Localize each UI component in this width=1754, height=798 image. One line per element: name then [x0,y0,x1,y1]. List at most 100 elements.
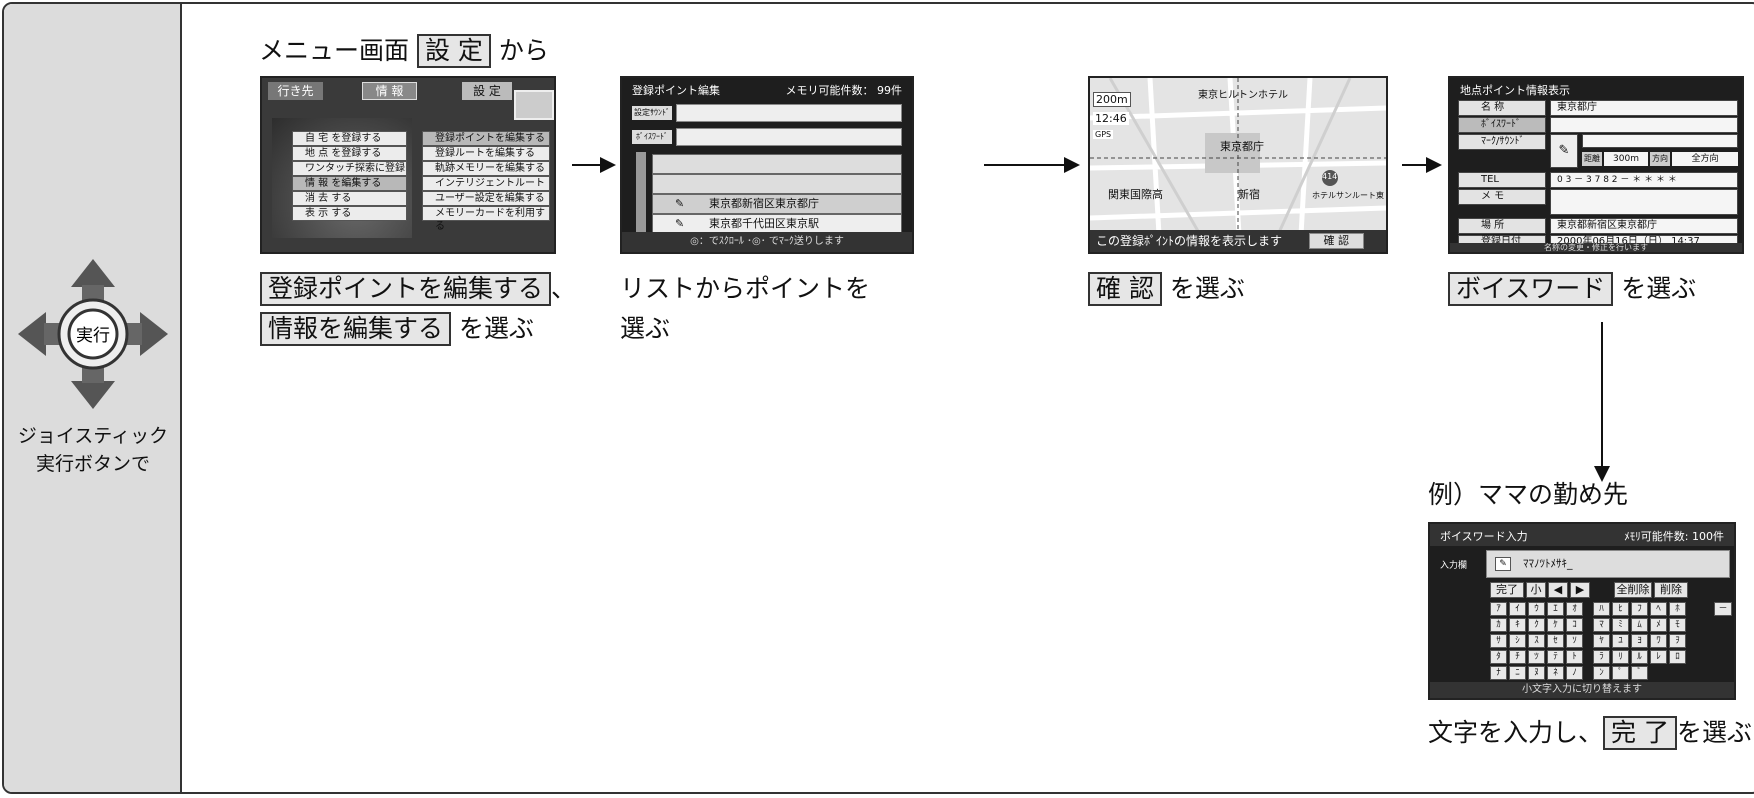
caption-box: ボイスワード [1448,272,1614,306]
arrow-right-3 [1402,157,1442,173]
caption-box: 登録ポイントを編集する [260,272,552,306]
menu-item-onetouch[interactable]: ワンタッチ探索に登録する [292,161,407,187]
sound-field[interactable] [676,104,902,122]
kana-key[interactable]: ﾌ [1631,602,1648,616]
delete-button[interactable]: 削除 [1654,582,1688,598]
kana-key[interactable]: ﾙ [1631,650,1648,664]
kana-key[interactable]: ｴ [1547,602,1564,616]
list-item[interactable] [652,174,902,194]
kana-key[interactable]: ｦ [1669,634,1686,648]
list-item[interactable] [652,154,902,174]
kana-key[interactable]: ﾊ [1593,602,1610,616]
menu-item-home[interactable]: 自 宅 を登録する [292,131,407,146]
kana-key[interactable]: ﾒ [1650,618,1667,632]
kana-key[interactable]: ｼ [1509,634,1526,648]
kana-key[interactable]: ﾉ [1566,666,1583,680]
voiceword-field-label: ﾎﾞｲｽﾜｰﾄﾞ [632,130,672,144]
kana-key[interactable]: ｳ [1528,602,1545,616]
kana-key[interactable]: ﾘ [1612,650,1629,664]
kana-key[interactable]: ﾝ [1593,666,1610,680]
sidebar-caption-line1: ジョイスティック [17,425,169,447]
value-sound[interactable] [1582,134,1738,148]
kana-key[interactable]: ﾆ [1509,666,1526,680]
kana-key[interactable]: ﾀ [1490,650,1507,664]
kana-key[interactable]: ｻ [1490,634,1507,648]
screen-title: ボイスワード入力 [1440,530,1528,543]
menu-item-edit-routes[interactable]: 登録ルートを編集する [422,146,550,161]
value-voiceword[interactable] [1550,117,1738,133]
kana-key[interactable]: ｲ [1509,602,1526,616]
tab-destination[interactable]: 行き先 [268,82,323,100]
dash-key[interactable]: － [1714,602,1732,616]
tab-info[interactable]: 情 報 [362,82,417,100]
kana-key[interactable]: ﾁ [1509,650,1526,664]
kana-key[interactable]: ﾟ [1612,666,1629,680]
voiceword-input[interactable]: ✎ ﾏﾏﾉﾂﾄﾒｻｷ_ [1486,550,1730,578]
list-item-tokyo-metropolitan[interactable]: ✎ 東京都新宿区東京都庁 [652,194,902,214]
kana-key[interactable]: ﾄ [1566,650,1583,664]
menu-item-display[interactable]: 表 示 する [292,206,407,221]
kana-key[interactable]: ﾅ [1490,666,1507,680]
small-char-button[interactable]: 小 [1526,582,1546,598]
menu-item-delete[interactable]: 消 去 する [292,191,407,206]
kana-key[interactable]: ﾛ [1669,650,1686,664]
caption-step5: 文字を入力し、完 了を選ぶ [1428,714,1752,752]
kana-key[interactable]: ﾍ [1650,602,1667,616]
kana-key[interactable]: ｾ [1547,634,1564,648]
done-button[interactable]: 完了 [1490,582,1524,598]
clear-all-button[interactable]: 全削除 [1614,582,1652,598]
menu-item-edit-points[interactable]: 登録ポイントを編集する [422,131,550,146]
value-tel[interactable]: 0 3 － 3 7 8 2 － ＊ ＊ ＊ ＊ [1550,172,1738,188]
kana-key[interactable]: ﾐ [1612,618,1629,632]
value-memo[interactable] [1550,189,1738,215]
distance-label: 距離 [1582,152,1602,166]
map-thumbnail [514,90,554,120]
voiceword-field[interactable] [676,128,902,146]
confirm-button[interactable]: 確 認 [1308,233,1364,249]
kana-key[interactable]: ｵ [1566,602,1583,616]
menu-item-edit-info[interactable]: 情 報 を編集する [292,176,407,191]
kana-key[interactable]: ﾚ [1650,650,1667,664]
kana-key[interactable]: ｶ [1490,618,1507,632]
kana-key[interactable]: ﾑ [1631,618,1648,632]
menu-item-memory-card[interactable]: メモリーカードを利用する [422,206,550,232]
screen-header: 地点ポイント情報表示 [1450,78,1742,100]
kana-key[interactable]: ｹ [1547,618,1564,632]
kana-key[interactable]: ﾏ [1593,618,1610,632]
kana-key[interactable]: ｷ [1509,618,1526,632]
kana-key[interactable]: ﾇ [1528,666,1545,680]
kana-key[interactable]: ﾗ [1593,650,1610,664]
kana-key[interactable]: ｿ [1566,634,1583,648]
kana-key[interactable]: ﾜ [1650,634,1667,648]
screen-title: 登録ポイント編集 [632,84,720,97]
cursor-right-button[interactable]: ▶ [1570,582,1590,598]
menu-item-point[interactable]: 地 点 を登録する [292,146,407,161]
kana-key[interactable]: ﾋ [1612,602,1629,616]
menu-item-user-settings[interactable]: ユーザー設定を編集する [422,191,550,206]
kana-key[interactable]: ﾓ [1669,618,1686,632]
arrow-down [1594,322,1610,482]
list-item-tokyo-station[interactable]: ✎ 東京都千代田区東京駅 [652,214,902,234]
value-place[interactable]: 東京都新宿区東京都庁 [1550,218,1738,234]
menu-item-intelligent-route[interactable]: インテリジェントルート [422,176,550,191]
kana-key[interactable]: ﾈ [1547,666,1564,680]
distance-value: 300m [1604,152,1648,166]
kana-key[interactable]: ﾖ [1631,634,1648,648]
point-info-screen: 地点ポイント情報表示 名 称 東京都庁 ﾎﾞｲｽﾜｰﾄﾞ ﾏｰｸ/ｻｳﾝﾄﾞ ✎… [1448,76,1744,254]
label-voiceword[interactable]: ﾎﾞｲｽﾜｰﾄﾞ [1458,117,1546,133]
kana-key[interactable]: ﾂ [1528,650,1545,664]
kana-key[interactable]: ﾃ [1547,650,1564,664]
kana-key[interactable]: ﾕ [1612,634,1629,648]
kana-key[interactable]: ｸ [1528,618,1545,632]
kana-key[interactable]: ｱ [1490,602,1507,616]
scrollbar[interactable] [636,152,646,232]
cursor-left-button[interactable]: ◀ [1548,582,1568,598]
kana-key[interactable]: ｺ [1566,618,1583,632]
value-name[interactable]: 東京都庁 [1550,100,1738,116]
kana-key[interactable]: ﾞ [1631,666,1648,680]
kana-key[interactable]: ﾎ [1669,602,1686,616]
kana-key[interactable]: ｽ [1528,634,1545,648]
tab-settings[interactable]: 設 定 [462,82,512,100]
kana-key[interactable]: ﾔ [1593,634,1610,648]
menu-item-edit-track[interactable]: 軌跡メモリーを編集する [422,161,550,176]
